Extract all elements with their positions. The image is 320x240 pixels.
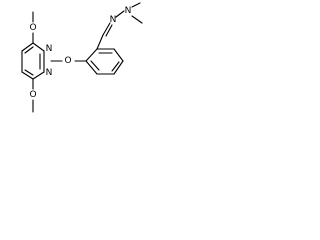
methoxy-oxygen-top-label: O [29, 23, 36, 33]
hydrazone-nitrogen-label: N [110, 15, 117, 25]
dimethylamino-nitrogen-label: N [125, 6, 132, 16]
benzene-ring [85, 48, 124, 75]
chemical-structure-diagram: O N N O O N N [21, 2, 143, 113]
pyrimidine-ring [21, 42, 45, 80]
hydrazone-chain [96, 2, 143, 50]
pyrimidine-nitrogen-top-label: N [46, 44, 53, 54]
pyrimidine-nitrogen-bottom-label: N [46, 68, 53, 78]
methoxy-oxygen-bottom-label: O [29, 90, 36, 100]
ether-oxygen-label: O [64, 56, 71, 66]
